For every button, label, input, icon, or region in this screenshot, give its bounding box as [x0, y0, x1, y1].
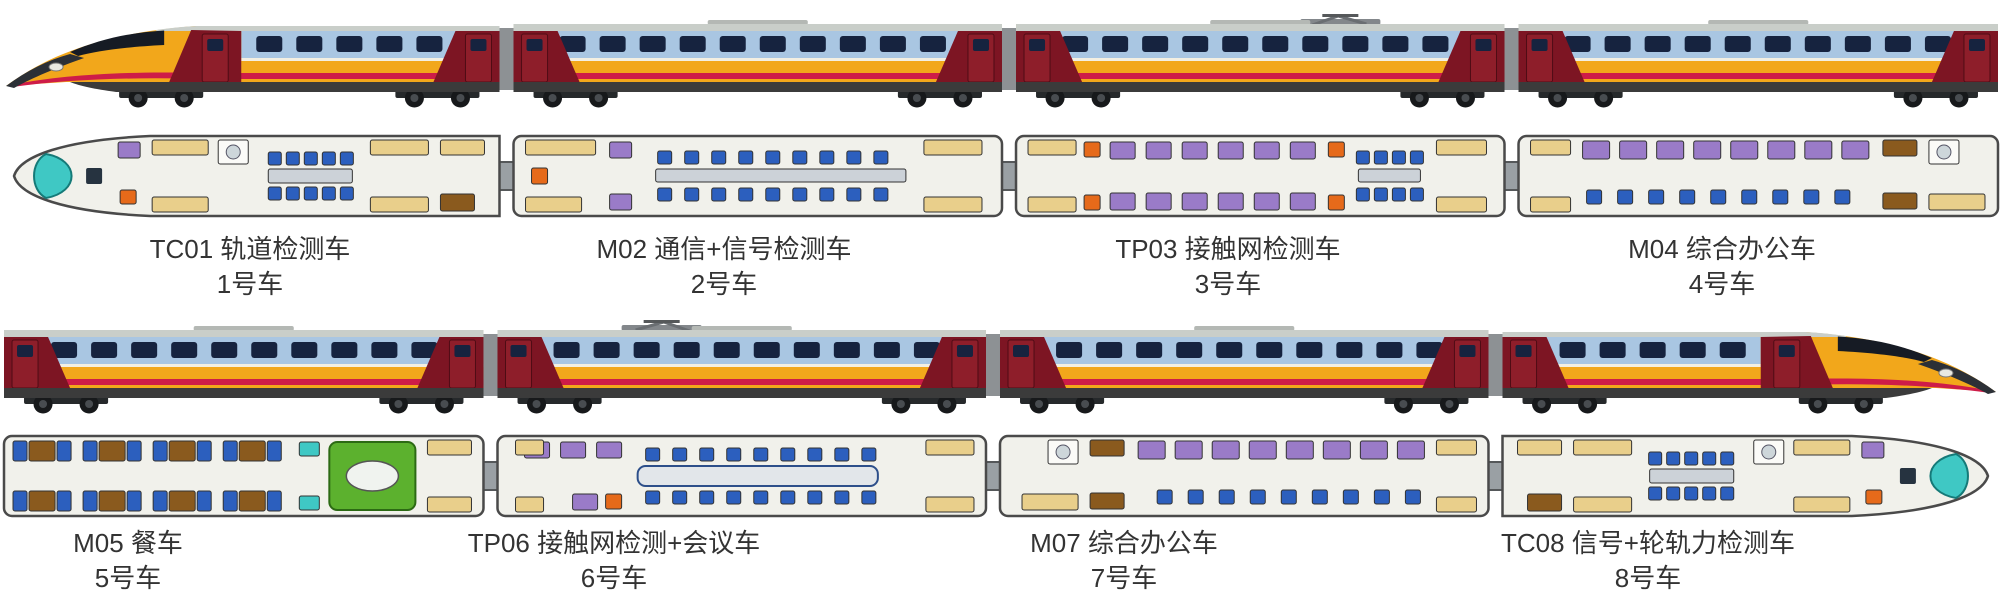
car-label-tc08: TC08 信号+轮轨力检测车 8号车: [1501, 526, 1795, 596]
car-type-label: M07 综合办公车: [1030, 528, 1218, 558]
car-number-label: 8号车: [1614, 563, 1682, 593]
side-car-TP03: [1016, 14, 1505, 108]
plan-car-TC08: [1501, 434, 1990, 518]
car-type-label: TC08 信号+轮轨力检测车: [1501, 528, 1795, 558]
car-label-m05: M05 餐车 5号车: [73, 526, 183, 596]
plan-car-TP06: [496, 434, 988, 518]
side-car-M02: [513, 20, 1003, 108]
car-label-m07: M07 综合办公车 7号车: [1030, 526, 1218, 596]
side-view-cars-1-4-svg: [6, 14, 1998, 108]
floor-plan-cars-1-4-svg: [12, 134, 2000, 218]
car-number-label: 7号车: [1090, 563, 1158, 593]
car-number-label: 5号车: [94, 563, 162, 593]
car-label-tc01: TC01 轨道检测车 1号车: [150, 232, 351, 302]
car-number-label: 6号车: [580, 563, 648, 593]
side-car-TC01: [6, 26, 500, 108]
side-view-cars-1-4: [0, 14, 2002, 112]
floor-plan-cars-5-8: [0, 428, 2002, 524]
car-number-label: 3号车: [1194, 269, 1262, 299]
plan-car-M05: [2, 434, 485, 518]
car-number-label: 1号车: [216, 269, 284, 299]
plan-car-M02: [512, 134, 1004, 218]
car-number-label: 4号车: [1688, 269, 1756, 299]
car-type-label: M02 通信+信号检测车: [596, 234, 852, 264]
plan-car-M07: [998, 434, 1490, 518]
side-car-M04: [1518, 20, 1998, 108]
car-label-tp06: TP06 接触网检测+会议车 6号车: [468, 526, 761, 596]
car-label-tp03: TP03 接触网检测车 3号车: [1115, 232, 1340, 302]
side-car-M05: [4, 326, 484, 414]
car-type-label: M05 餐车: [73, 528, 183, 558]
car-label-m02: M02 通信+信号检测车 2号车: [597, 232, 852, 302]
plan-car-TC01: [12, 134, 501, 218]
car-labels-row-1: TC01 轨道检测车 1号车 M02 通信+信号检测车 2号车 TP03 接触网…: [0, 232, 2002, 304]
plan-car-TP03: [1014, 134, 1506, 218]
car-label-m04: M04 综合办公车 4号车: [1628, 232, 1816, 302]
car-type-label: M04 综合办公车: [1628, 234, 1816, 264]
floor-plan-cars-5-8-svg: [2, 434, 1990, 518]
floor-plan-cars-1-4: [0, 128, 2002, 224]
plan-car-M04: [1517, 134, 2000, 218]
side-car-M07: [999, 326, 1489, 414]
side-view-cars-5-8: [0, 320, 2002, 418]
car-type-label: TC01 轨道检测车: [149, 234, 351, 264]
car-type-label: TP06 接触网检测+会议车: [467, 528, 761, 558]
side-car-TC08: [1502, 332, 1996, 414]
car-labels-row-2: M05 餐车 5号车 TP06 接触网检测+会议车 6号车 M07 综合办公车 …: [0, 526, 2002, 598]
side-car-TP06: [497, 320, 986, 414]
car-number-label: 2号车: [690, 269, 758, 299]
side-view-cars-5-8-svg: [4, 320, 1996, 414]
car-type-label: TP03 接触网检测车: [1115, 234, 1341, 264]
